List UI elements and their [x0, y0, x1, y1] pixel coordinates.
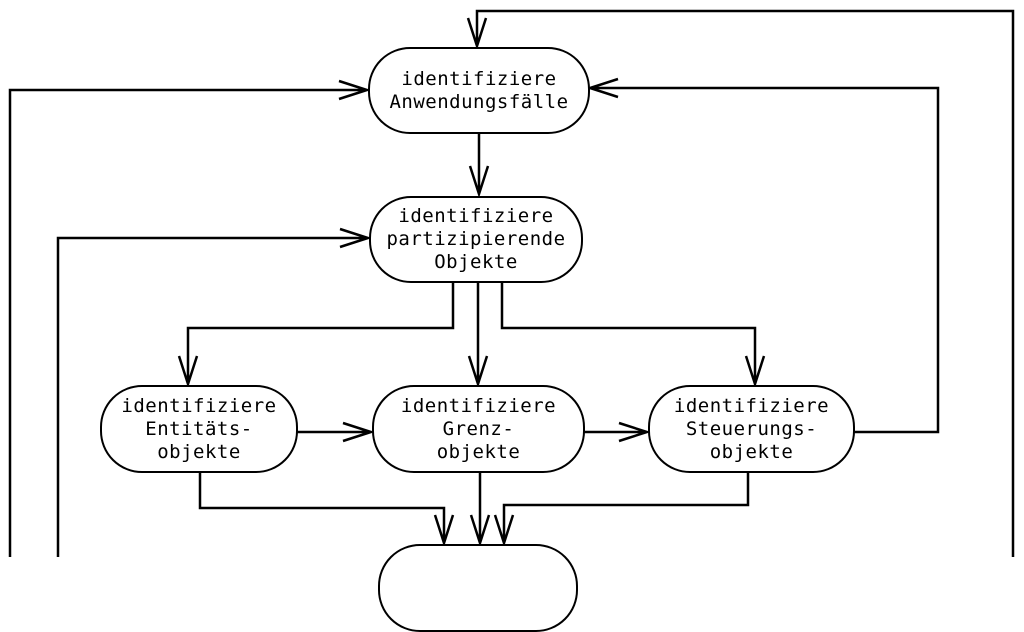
node-partizipierende-objekte: identifiziere partizipierende Objekte [369, 196, 583, 283]
edge-anwendungsfaelle-to-partizipierende [468, 133, 490, 199]
node-label-line: identifiziere [673, 394, 830, 417]
edge-partizipierende-to-steuerungs [500, 282, 766, 389]
node-label-line: objekte [709, 440, 794, 463]
node-bottom-partial [378, 544, 578, 632]
edge-steuerungs-to-anwendungsfaelle [585, 77, 940, 434]
node-label-line: Grenz- [442, 417, 515, 440]
edge-partizipierende-to-grenz [467, 282, 489, 389]
node-label-line: identifiziere [401, 67, 557, 90]
node-label-line: identifiziere [398, 205, 554, 227]
edge-offscreen-bottom-left-inner-to-partizipierende [56, 227, 373, 557]
node-entitaets-objekte: identifiziere Entitäts- objekte [100, 385, 298, 473]
diagram-page: { "diagram": { "colors": { "line": "#000… [8, 9, 1015, 632]
edge-offscreen-bottom-left-outer-to-anwendungsfaelle [8, 79, 372, 557]
flowchart-canvas: identifiziere Anwendungsfälle identifizi… [8, 9, 1015, 632]
edge-entitaets-to-bottom [198, 472, 455, 548]
edge-partizipierende-to-entitaets [177, 282, 455, 389]
node-label-line: identifiziere [400, 394, 557, 417]
connector-wires [8, 9, 1015, 557]
node-anwendungsfaelle: identifiziere Anwendungsfälle [368, 47, 590, 134]
node-label-line: Anwendungsfälle [389, 90, 569, 113]
node-label-line: Steuerungs- [685, 417, 818, 440]
edge-offscreen-bottom-right-to-anwendungsfaelle [466, 9, 1015, 557]
node-grenz-objekte: identifiziere Grenz- objekte [372, 385, 585, 473]
node-steuerungs-objekte: identifiziere Steuerungs- objekte [648, 385, 855, 473]
edge-entitaets-to-grenz [297, 421, 376, 443]
node-label-line: Entitäts- [145, 417, 253, 440]
node-label-line: Objekte [434, 251, 518, 273]
node-label-line: objekte [157, 440, 241, 463]
edge-grenz-to-bottom [469, 472, 491, 548]
node-label-line: objekte [436, 440, 521, 463]
edge-steuerungs-to-bottom [493, 472, 750, 548]
node-label-line: identifiziere [121, 394, 277, 417]
edge-grenz-to-steuerungs [584, 421, 652, 443]
node-label-line: partizipierende [386, 228, 566, 250]
